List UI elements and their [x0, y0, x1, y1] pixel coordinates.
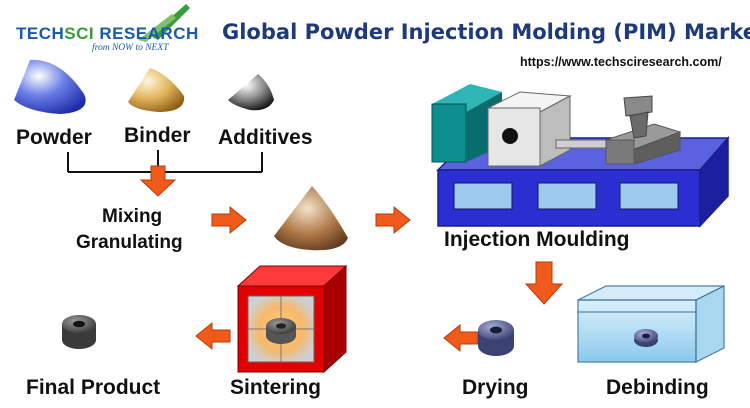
arrow-right-icon	[211, 206, 247, 234]
label-mixing: Mixing	[102, 206, 163, 227]
label-additives: Additives	[218, 126, 313, 149]
label-sintering: Sintering	[230, 376, 322, 399]
feedstock-cone-icon	[274, 186, 348, 251]
source-url: https://www.techsciresearch.com/	[520, 55, 722, 69]
arrow-left-icon	[195, 321, 231, 351]
debinding-tank-icon	[577, 285, 725, 363]
arrow-down-icon	[139, 165, 177, 197]
logo-brand-tech: TECH	[16, 24, 65, 43]
label-final-product: Final Product	[26, 376, 161, 399]
label-injection-moulding: Injection Moulding	[444, 228, 630, 251]
page-title: Global Powder Injection Molding (PIM) Ma…	[222, 20, 750, 44]
powder-cone-icon	[14, 59, 86, 114]
dried-part-icon	[478, 320, 514, 356]
logo: TECHSCI RESEARCH	[16, 24, 199, 44]
logo-tagline: from NOW to NEXT	[92, 43, 169, 53]
label-binder: Binder	[124, 124, 191, 147]
label-drying: Drying	[462, 376, 529, 399]
label-debinding: Debinding	[606, 376, 709, 399]
logo-brand-sci: SCI	[64, 24, 95, 43]
final-product-icon	[62, 315, 96, 349]
arrow-left-icon	[443, 323, 479, 353]
additives-cone-icon	[228, 74, 274, 111]
logo-swoosh-icon	[138, 4, 190, 42]
label-granulating: Granulating	[76, 232, 183, 253]
arrow-right-icon	[375, 206, 411, 234]
injection-machine-icon	[431, 84, 730, 228]
sintering-furnace-icon	[236, 264, 348, 374]
label-powder: Powder	[16, 126, 92, 149]
arrow-down-icon	[524, 261, 564, 305]
logo-brand-research: RESEARCH	[94, 24, 199, 43]
binder-cone-icon	[128, 68, 185, 112]
